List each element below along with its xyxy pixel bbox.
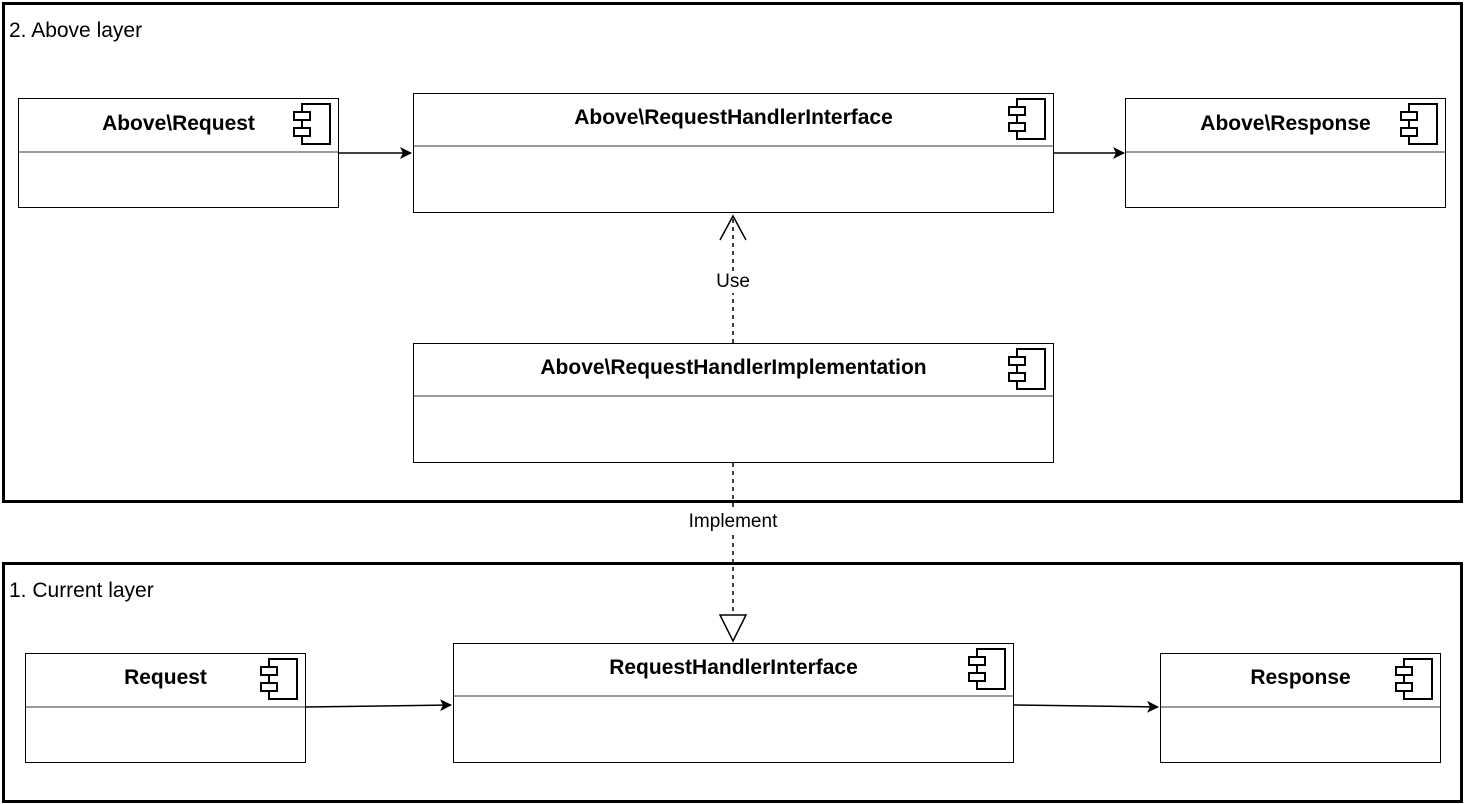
component-icon	[1395, 658, 1433, 700]
component-name: Above\Request	[102, 112, 255, 135]
component-above-response[interactable]: Above\Response	[1125, 98, 1446, 208]
component-icon	[1008, 98, 1046, 140]
component-divider	[26, 706, 305, 708]
edge-use-label: Use	[714, 271, 752, 293]
current-layer-title: 1. Current layer	[9, 579, 154, 602]
component-above-request[interactable]: Above\Request	[18, 98, 339, 208]
edge-request-to-handler	[304, 699, 452, 712]
component-divider	[454, 695, 1013, 697]
edge-use-arrowhead	[719, 214, 747, 241]
component-name: Request	[124, 666, 207, 689]
component-icon	[293, 103, 331, 145]
component-divider	[414, 145, 1053, 147]
component-request-handler-interface[interactable]: RequestHandlerInterface	[453, 643, 1014, 763]
component-name: Above\RequestHandlerInterface	[574, 106, 893, 129]
component-icon	[1400, 103, 1438, 145]
component-name: Response	[1250, 666, 1351, 689]
component-name: Above\RequestHandlerImplementation	[540, 356, 927, 379]
component-divider	[1126, 151, 1445, 153]
component-above-request-handler-interface[interactable]: Above\RequestHandlerInterface	[413, 93, 1054, 213]
above-layer-title: 2. Above layer	[9, 19, 143, 42]
component-icon	[260, 658, 298, 700]
component-icon	[968, 648, 1006, 690]
edge-implement-arrowhead	[718, 614, 748, 643]
component-divider	[19, 151, 338, 153]
component-response[interactable]: Response	[1160, 653, 1441, 763]
component-request[interactable]: Request	[25, 653, 306, 763]
component-above-request-handler-implementation[interactable]: Above\RequestHandlerImplementation	[413, 343, 1054, 463]
component-name: Above\Response	[1200, 112, 1371, 135]
component-icon	[1008, 348, 1046, 390]
above-layer-frame: 2. Above layer	[2, 2, 1463, 503]
component-divider	[1161, 706, 1440, 708]
edge-handler-to-response	[1012, 700, 1159, 713]
component-divider	[414, 395, 1053, 397]
component-name: RequestHandlerInterface	[609, 656, 858, 679]
current-layer-frame: 1. Current layer	[2, 562, 1463, 803]
edge-implement-label: Implement	[686, 511, 780, 533]
